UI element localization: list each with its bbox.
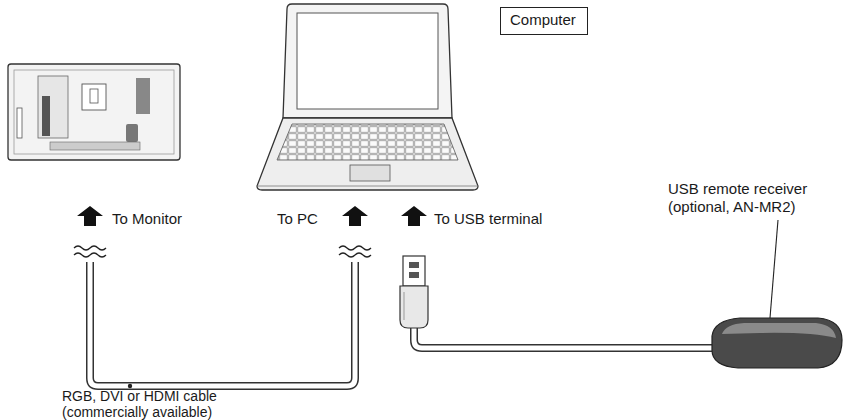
connector-label: To USB terminal — [434, 210, 542, 228]
break-mark — [74, 246, 371, 257]
connector-label: To Monitor — [112, 210, 182, 228]
laptop-computer — [257, 4, 478, 190]
box-text: Computer — [510, 11, 578, 29]
part-label: USB remote receiver (optional, AN-MR2) — [668, 180, 846, 216]
cable-label: RGB, DVI or HDMI cable (commercially ava… — [62, 388, 267, 420]
monitor-rear — [8, 64, 180, 160]
connector-label: To PC — [277, 210, 318, 228]
usb-receiver — [400, 220, 842, 368]
video-cable — [90, 262, 355, 388]
title-box: Computer — [500, 7, 588, 35]
